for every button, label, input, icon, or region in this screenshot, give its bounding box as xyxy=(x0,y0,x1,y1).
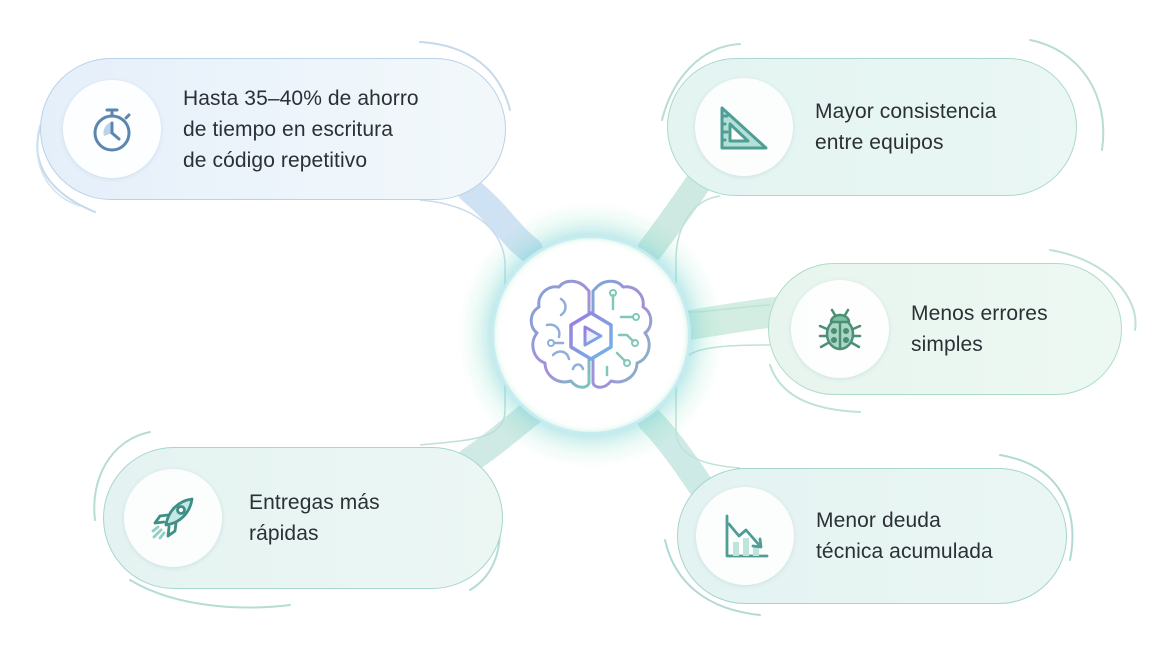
benefit-card-deuda: Menor deuda técnica acumulada xyxy=(677,468,1067,604)
benefit-card-consistencia: Mayor consistencia entre equipos xyxy=(667,58,1077,196)
rocket-icon xyxy=(124,469,222,567)
benefit-label-tiempo: Hasta 35–40% de ahorro de tiempo en escr… xyxy=(183,86,419,172)
benefit-card-entregas: Entregas más rápidas xyxy=(103,447,503,589)
benefit-label-deuda: Menor deuda técnica acumulada xyxy=(816,509,993,563)
benefit-label-consistencia: Mayor consistencia entre equipos xyxy=(815,100,997,154)
declining-chart-icon xyxy=(696,487,794,585)
benefit-card-tiempo: Hasta 35–40% de ahorro de tiempo en escr… xyxy=(40,58,506,200)
benefit-label-entregas: Entregas más rápidas xyxy=(249,491,380,545)
benefit-card-errores: Menos errores simples xyxy=(768,263,1122,395)
central-hub xyxy=(491,235,691,435)
brain-circuit-play-icon xyxy=(529,279,653,389)
set-square-ruler-icon xyxy=(695,78,793,176)
bug-icon xyxy=(791,280,889,378)
stopwatch-icon xyxy=(63,80,161,178)
benefit-label-errores: Menos errores simples xyxy=(911,302,1048,356)
